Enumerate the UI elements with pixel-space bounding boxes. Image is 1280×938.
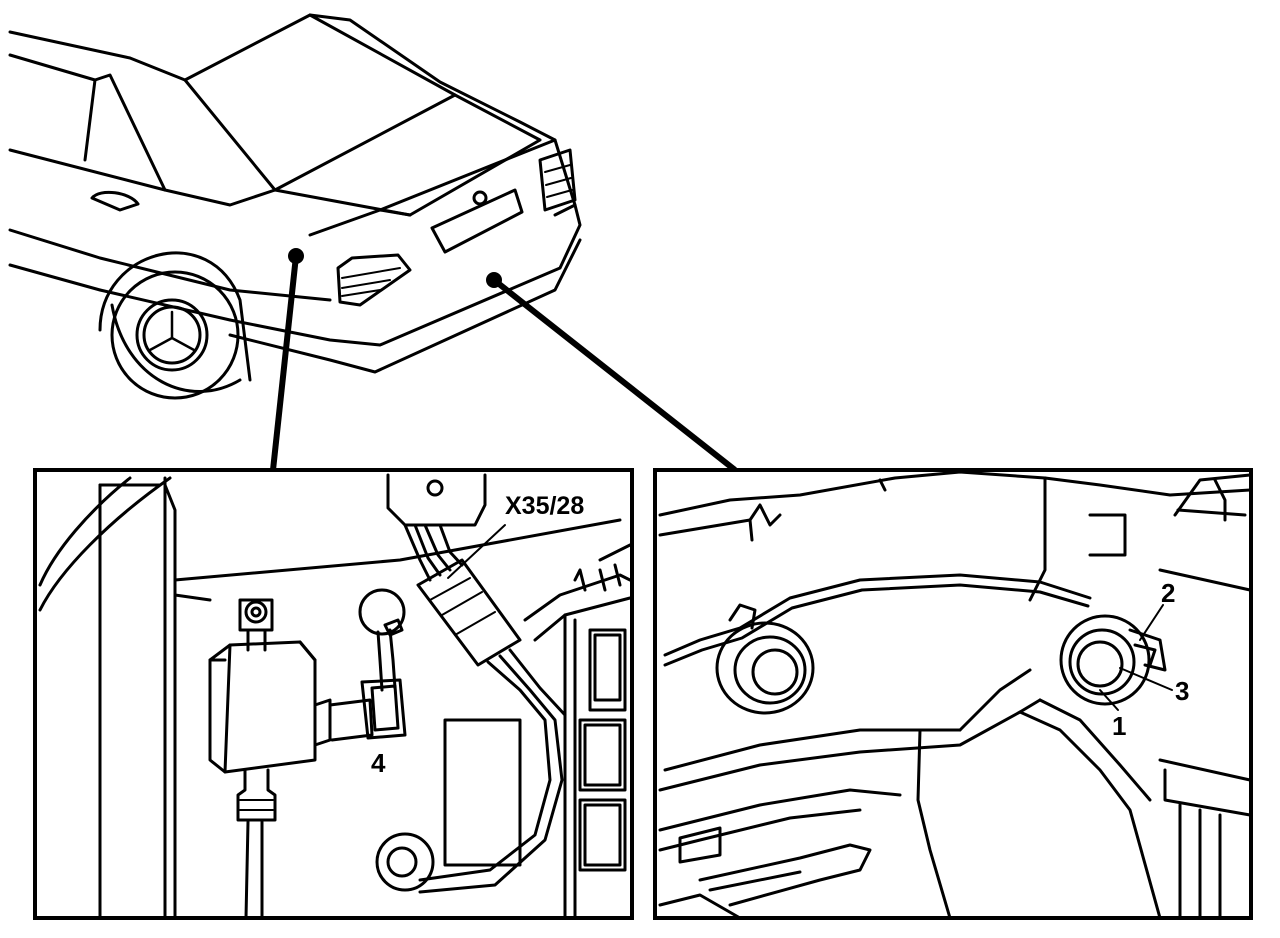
left-detail-panel [33,468,634,920]
connector-label: X35/28 [505,492,584,520]
callout-1: 1 [1112,711,1126,741]
callout-2: 2 [1161,578,1175,608]
callout-3: 3 [1175,676,1189,706]
car-rear-view [8,13,582,400]
right-detail-panel [653,468,1253,920]
callout-4: 4 [371,748,386,778]
leader-lines [270,248,737,473]
